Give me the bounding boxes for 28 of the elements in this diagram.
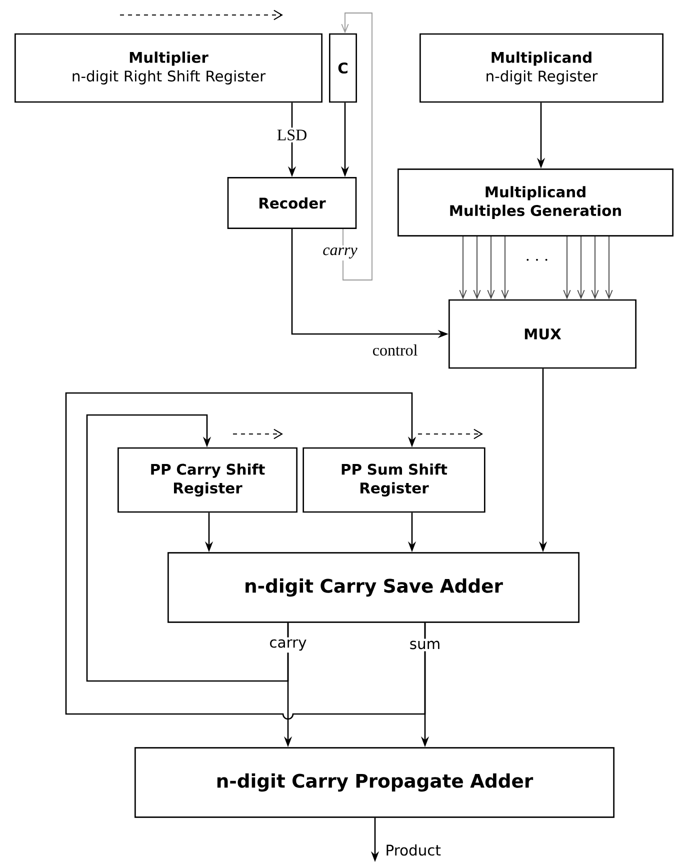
arrow	[341, 12, 372, 280]
block-box: MUX	[448, 299, 636, 369]
edge-label: LSD	[274, 128, 310, 142]
arrow	[605, 236, 613, 300]
block-box: Multiplicand n-digit Register	[420, 33, 664, 103]
block-box: Multiplicand Multiples Generation	[398, 168, 674, 236]
block-box: C	[329, 33, 357, 103]
arrow	[473, 236, 481, 300]
arrow	[501, 236, 509, 300]
edge-label: carry	[320, 246, 360, 260]
edge-label: sum	[407, 638, 443, 652]
arrow	[591, 236, 599, 300]
edge-label: carry	[267, 637, 309, 653]
edge-label: Product	[383, 842, 443, 858]
arrow	[459, 236, 467, 300]
block-box: PP Carry Shift Register	[118, 447, 298, 513]
block-box: n-digit Carry Save Adder	[168, 552, 580, 623]
ellipsis-label: · · ·	[526, 258, 548, 261]
arrow	[65, 392, 426, 720]
edge-label: control	[370, 342, 420, 358]
block-box: Multiplier n-digit Right Shift Register	[14, 33, 322, 103]
arrow	[487, 236, 495, 300]
block-box: n-digit Carry Propagate Adder	[134, 747, 614, 818]
arrow	[86, 414, 289, 682]
block-box: Recoder	[227, 177, 357, 229]
arrow	[577, 236, 585, 300]
arrow	[563, 236, 571, 300]
block-box: PP Sum Shift Register	[302, 447, 486, 513]
